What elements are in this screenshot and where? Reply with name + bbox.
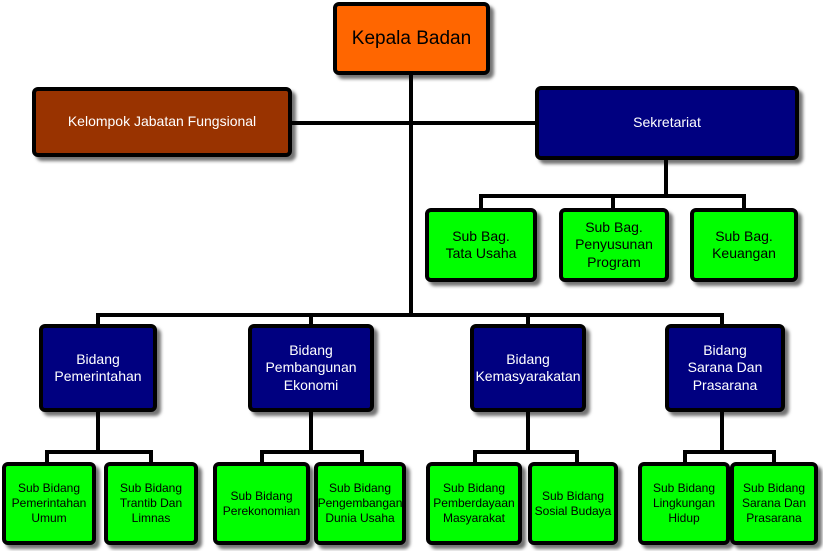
division-kemasyarakatan-box[interactable]: Bidang Kemasyarakatan bbox=[470, 324, 586, 412]
secretariat-box[interactable]: Sekretariat bbox=[535, 86, 799, 160]
sub-bidang-label: Sub Bidang Sarana Dan Prasarana bbox=[741, 481, 807, 525]
sub-bidang-label: Sub Bidang Lingkungan Hidup bbox=[652, 481, 716, 525]
sub-bidang-perekonomian-box[interactable]: Sub Bidang Perekonomian bbox=[213, 462, 310, 545]
division-label: Bidang Pembangunan Ekonomi bbox=[265, 341, 357, 393]
secretariat-label: Sekretariat bbox=[633, 114, 701, 131]
division-label: Bidang Sarana Dan Prasarana bbox=[687, 341, 763, 393]
division-label: Bidang Pemerintahan bbox=[54, 350, 142, 385]
sub-bidang-sosial-budaya-box[interactable]: Sub Bidang Sosial Budaya bbox=[528, 462, 618, 545]
division-label: Bidang Kemasyarakatan bbox=[475, 350, 581, 385]
division-pembangunan-ekonomi-box[interactable]: Bidang Pembangunan Ekonomi bbox=[248, 324, 374, 412]
division-pemerintahan-box[interactable]: Bidang Pemerintahan bbox=[39, 324, 157, 412]
head-label: Kepala Badan bbox=[351, 27, 472, 49]
sub-bag-label: Sub Bag. Keuangan bbox=[712, 227, 776, 262]
sub-bidang-label: Sub Bidang Sosial Budaya bbox=[534, 488, 612, 518]
sub-bag-penyusunan-program-box[interactable]: Sub Bag. Penyusunan Program bbox=[559, 208, 669, 282]
functional-group-label: Kelompok Jabatan Fungsional bbox=[67, 113, 257, 130]
head-box[interactable]: Kepala Badan bbox=[333, 2, 490, 75]
sub-bidang-pemerintahan-umum-box[interactable]: Sub Bidang Pemerintahan Umum bbox=[2, 462, 96, 545]
sub-bidang-pengembangan-dunia-usaha-box[interactable]: Sub Bidang Pengembangan Dunia Usaha bbox=[314, 462, 406, 545]
sub-bidang-label: Sub Bidang Trantib Dan Limnas bbox=[119, 481, 183, 525]
sub-bag-tata-usaha-box[interactable]: Sub Bag. Tata Usaha bbox=[425, 208, 537, 282]
sub-bidang-lingkungan-hidup-box[interactable]: Sub Bidang Lingkungan Hidup bbox=[638, 462, 730, 545]
functional-group-box[interactable]: Kelompok Jabatan Fungsional bbox=[32, 87, 292, 157]
sub-bidang-label: Sub Bidang Perekonomian bbox=[222, 488, 301, 518]
division-sarana-prasarana-box[interactable]: Bidang Sarana Dan Prasarana bbox=[665, 324, 785, 412]
sub-bidang-label: Sub Bidang Pemerintahan Umum bbox=[11, 481, 87, 525]
sub-bag-label: Sub Bag. Tata Usaha bbox=[445, 227, 517, 262]
sub-bidang-trantib-limnas-box[interactable]: Sub Bidang Trantib Dan Limnas bbox=[104, 462, 198, 545]
sub-bag-keuangan-box[interactable]: Sub Bag. Keuangan bbox=[690, 208, 798, 282]
sub-bag-label: Sub Bag. Penyusunan Program bbox=[575, 218, 653, 270]
sub-bidang-pemberdayaan-masyarakat-box[interactable]: Sub Bidang Pemberdayaan Masyarakat bbox=[426, 462, 522, 545]
sub-bidang-label: Sub Bidang Pengembangan Dunia Usaha bbox=[317, 481, 403, 525]
sub-bidang-label: Sub Bidang Pemberdayaan Masyarakat bbox=[433, 481, 515, 525]
sub-bidang-sarana-prasarana-box[interactable]: Sub Bidang Sarana Dan Prasarana bbox=[730, 462, 818, 545]
